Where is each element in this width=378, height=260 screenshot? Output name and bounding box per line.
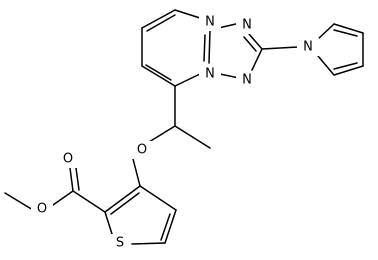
bond (141, 9, 176, 29)
atom-n-pyrrole: N (303, 40, 313, 55)
bond (317, 55, 335, 76)
atom-n-pyrimidine-top: N (205, 15, 215, 30)
bond (148, 125, 176, 143)
bond (145, 64, 172, 81)
bond (139, 185, 177, 211)
bond (52, 190, 74, 206)
bond (316, 23, 335, 41)
bond (174, 73, 201, 87)
bond (261, 46, 299, 50)
bond (174, 125, 211, 149)
atom-n-triazole-right: N (242, 18, 252, 33)
bond (164, 209, 177, 244)
bond (174, 9, 201, 19)
bond (203, 34, 206, 62)
bond (110, 192, 140, 215)
bond (131, 154, 141, 187)
atom-n-triazole-bottom-left: N (205, 67, 215, 82)
bond (251, 48, 263, 71)
bond (333, 23, 364, 34)
atom-s-thiophene: S (116, 236, 124, 251)
bond (75, 167, 80, 191)
bond (333, 65, 364, 76)
bond (131, 242, 166, 245)
bond (146, 14, 176, 32)
bond (141, 65, 176, 87)
bond (160, 213, 171, 241)
bond (72, 190, 106, 213)
bond (104, 211, 113, 235)
bond (4, 192, 34, 211)
bond (243, 36, 257, 52)
atom-o-ester: O (37, 202, 47, 217)
atom-labels: N N N N N O O O S (31, 13, 319, 252)
atom-o-carbonyl: O (63, 152, 73, 167)
atom-n-triazole-bottom-right: N (242, 73, 252, 88)
bond (69, 167, 74, 192)
atom-o-ether: O (137, 143, 147, 158)
bond-lines (4, 9, 364, 245)
bond (248, 33, 263, 50)
bond (208, 29, 211, 64)
bond (219, 73, 240, 79)
bond (333, 62, 358, 70)
bond (104, 185, 141, 213)
bond (333, 29, 358, 37)
